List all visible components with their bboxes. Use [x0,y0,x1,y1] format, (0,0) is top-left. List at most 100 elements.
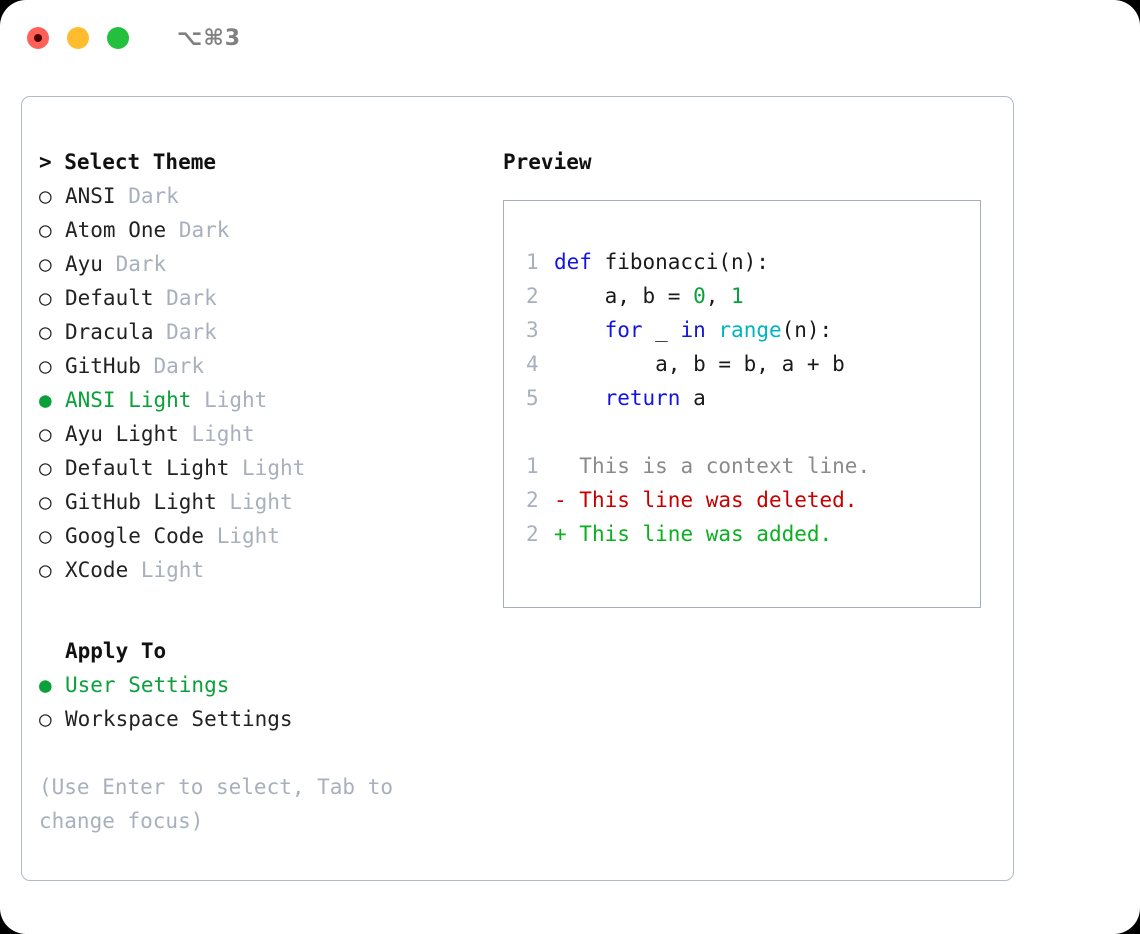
label-gap [116,184,129,208]
label-gap [128,558,141,582]
radio-selected-icon: ● [39,673,52,697]
theme-list[interactable]: ○ANSI Dark○Atom One Dark○Ayu Dark○Defaul… [39,179,485,587]
theme-list-item[interactable]: ○Default Light Light [39,451,485,485]
diff-marker [554,454,579,478]
theme-variant-label: Dark [115,252,167,276]
code-token: for [604,318,643,342]
diff-text: This line was deleted. [579,488,858,512]
theme-variant-label: Light [216,524,280,548]
title-bar: ⌥⌘3 [0,0,1140,76]
theme-list-item[interactable]: ○Dracula Dark [39,315,485,349]
line-number: 5 [526,386,539,410]
theme-list-item[interactable]: ●ANSI Light Light [39,383,485,417]
theme-list-item[interactable]: ○GitHub Light Light [39,485,485,519]
radio-unselected-icon: ○ [39,252,52,276]
keyboard-shortcut-label: ⌥⌘3 [177,25,242,51]
maximize-button[interactable] [107,27,129,49]
theme-name-label: Dracula [65,320,154,344]
diff-marker: - [554,488,580,512]
diff-line: 2 + This line was added. [526,517,980,551]
theme-name-label: Ayu [65,252,103,276]
radio-selected-icon: ● [39,388,52,412]
theme-name-label: ANSI Light [65,388,192,412]
theme-list-item[interactable]: ○GitHub Dark [39,349,485,383]
label-gap [154,286,167,310]
line-number: 2 [526,522,539,546]
radio-unselected-icon: ○ [39,320,52,344]
theme-variant-label: Dark [153,354,205,378]
line-number: 2 [526,284,539,308]
code-token: range [718,318,782,342]
code-token: a, b = [554,284,694,308]
theme-name-label: GitHub [65,354,141,378]
theme-name-label: Default [65,286,154,310]
radio-unselected-icon: ○ [39,524,52,548]
code-token: in [680,318,706,342]
line-number: 3 [526,318,539,342]
label-gap [179,422,192,446]
theme-name-label: Ayu Light [65,422,179,446]
code-line: 2 a, b = 0, 1 [526,279,980,313]
label-gap [229,456,242,480]
theme-variant-label: Light [229,490,293,514]
code-diff-spacer [526,415,980,449]
apply-to-header: Apply To [65,639,167,663]
select-theme-header: > Select Theme [39,150,217,174]
code-token: _ [642,318,681,342]
code-token [554,318,605,342]
apply-to-label: User Settings [65,673,230,697]
line-number: 2 [526,488,539,512]
keyboard-hint-text: (Use Enter to select, Tab to change focu… [39,775,406,833]
main-panel: > Select Theme ○ANSI Dark○Atom One Dark○… [21,96,1014,881]
theme-list-item[interactable]: ○ Ayu Dark [39,247,485,281]
radio-unselected-icon: ○ [39,456,52,480]
label-gap [204,524,217,548]
code-token [706,318,719,342]
code-line: 4 a, b = b, a + b [526,347,980,381]
close-button[interactable] [27,27,49,49]
apply-to-label: Workspace Settings [65,707,293,731]
theme-list-item[interactable]: ○ Default Dark [39,281,485,315]
radio-unselected-icon: ○ [39,286,52,310]
radio-unselected-icon: ○ [39,490,52,514]
code-token: 1 [731,284,744,308]
code-token: 0 [693,284,706,308]
diff-sample: 1 This is a context line.2- This line wa… [526,449,980,551]
radio-unselected-icon: ○ [39,707,52,731]
theme-list-item[interactable]: ○ Google Code Light [39,519,485,553]
diff-marker: + [554,522,580,546]
theme-variant-label: Light [191,422,255,446]
theme-name-label: Google Code [65,524,205,548]
theme-list-item[interactable]: ○XCode Light [39,553,485,587]
radio-unselected-icon: ○ [39,184,52,208]
radio-unselected-icon: ○ [39,422,52,446]
theme-name-label: Atom One [65,218,167,242]
section-spacer [39,587,485,634]
theme-variant-label: Dark [178,218,230,242]
label-gap [166,218,179,242]
code-token: a, b = b, a + b [554,352,845,376]
theme-list-item[interactable]: ○ Ayu Light Light [39,417,485,451]
code-line: 5 return a [526,381,980,415]
theme-variant-label: Dark [166,286,217,310]
theme-variant-label: Light [140,558,205,582]
theme-variant-label: Dark [128,184,179,208]
apply-to-item[interactable]: ● User Settings [39,668,485,702]
apply-to-list[interactable]: ● User Settings ○ Workspace Settings [39,668,485,736]
theme-list-item[interactable]: ○Atom One Dark [39,213,485,247]
apply-to-item[interactable]: ○ Workspace Settings [39,702,485,736]
theme-list-item[interactable]: ○ ANSI Dark [39,179,485,213]
hint-spacer [39,736,485,770]
code-token: fibonacci(n): [604,250,769,274]
code-token [554,386,605,410]
diff-text: This line was added. [579,522,833,546]
label-gap [217,490,230,514]
theme-name-label: ANSI [65,184,116,208]
minimize-button[interactable] [67,27,89,49]
theme-name-label: Default Light [65,456,230,480]
code-token: (n): [781,318,833,342]
